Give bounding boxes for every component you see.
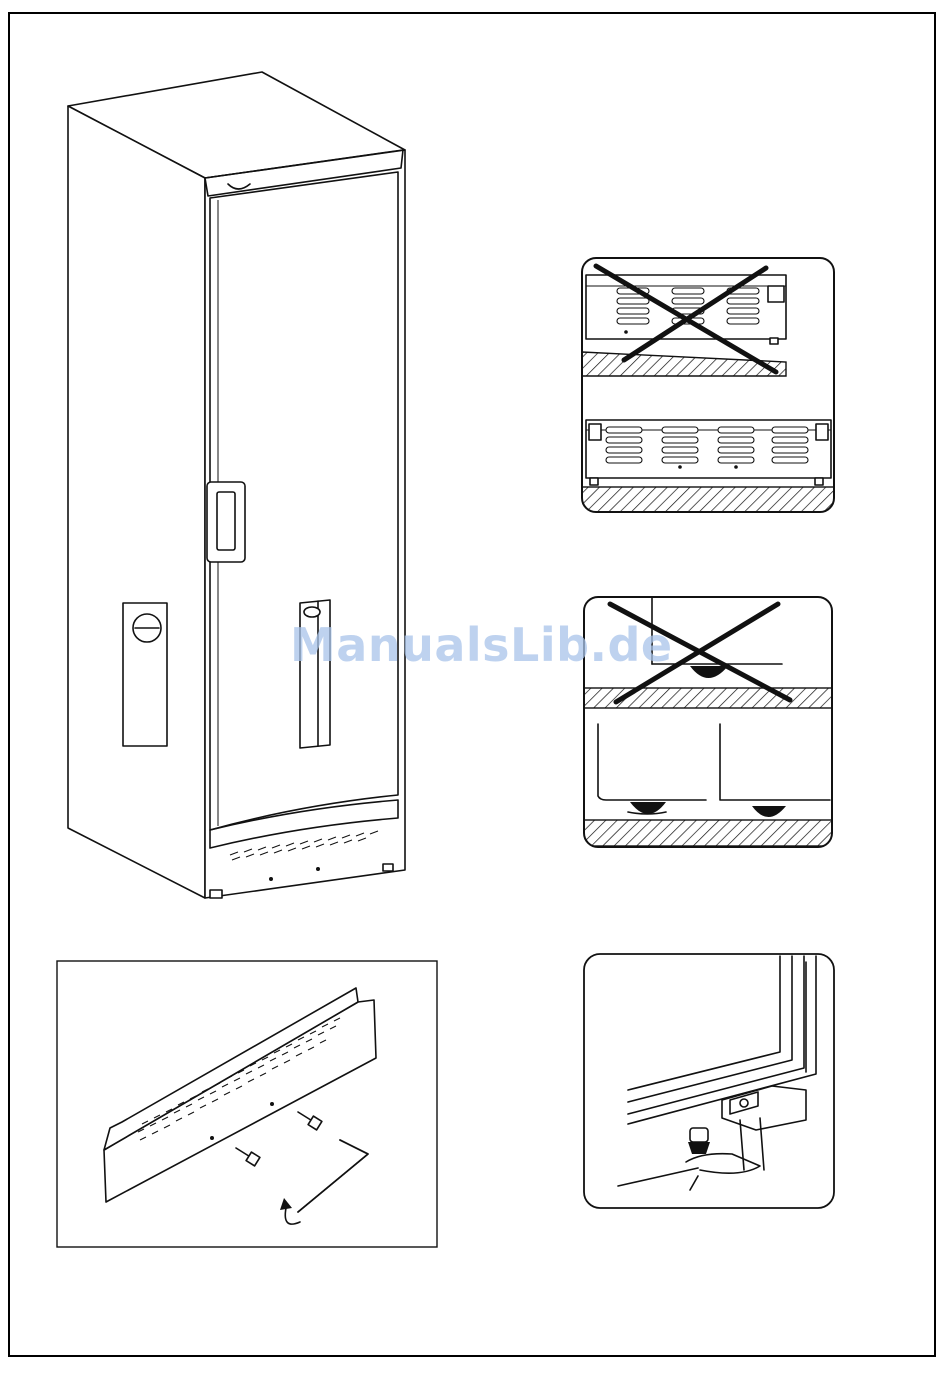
watermark-text: ManualsLib.de [290, 618, 670, 672]
door-hinge-drawing [582, 952, 836, 1210]
door-hinge-figure [582, 952, 836, 1210]
floor-level-figure [578, 256, 836, 514]
grille-assembly-figure [56, 960, 438, 1248]
grille-assembly-drawing [56, 960, 438, 1248]
floor-level-drawing [578, 256, 836, 514]
refrigerator-cabinet-illustration [55, 65, 415, 910]
refrigerator-cabinet-drawing [55, 65, 415, 910]
